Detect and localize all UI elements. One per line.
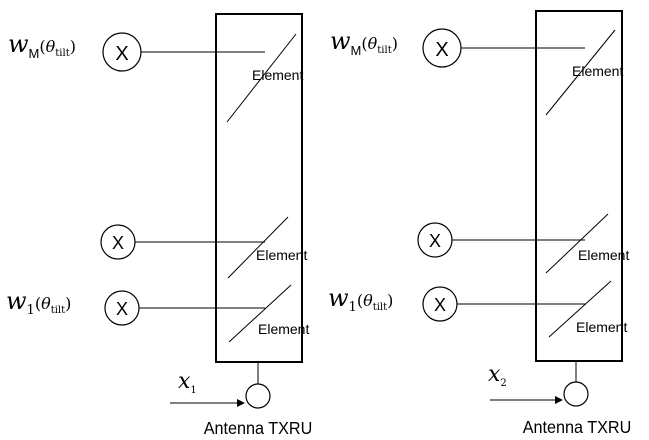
txru-label: Antenna TXRU — [523, 417, 632, 437]
element-row-middle: X Element — [417, 213, 629, 274]
weight-label-m: wM(θtilt) — [8, 30, 76, 61]
weight-label-m: wM(θtilt) — [330, 27, 398, 58]
element-row-m: X Element wM(θtilt) — [330, 27, 623, 116]
txru-circle — [563, 381, 589, 407]
element-slash — [228, 284, 292, 343]
multiplier-symbol: X — [115, 43, 128, 65]
element-slash — [226, 33, 297, 123]
multiplier-symbol: X — [116, 299, 128, 319]
element-row-1: X Element w1(θtilt) — [328, 280, 627, 338]
element-slash — [545, 29, 616, 116]
multiplier-symbol: X — [434, 295, 446, 315]
weight-label-1: w1(θtilt) — [328, 284, 393, 315]
txru-2: x2 Antenna TXRU — [488, 361, 631, 437]
input-label: x1 — [178, 369, 197, 396]
element-row-m: X Element wM(θtilt) — [8, 30, 303, 123]
antenna-panel-box — [535, 10, 623, 362]
panel-2: X Element wM(θtilt) X Element X Element … — [328, 10, 631, 437]
txru-1: x1 Antenna TXRU — [170, 362, 312, 438]
txru-label: Antenna TXRU — [204, 418, 313, 438]
element-label: Element — [256, 247, 307, 263]
multiplier-symbol: X — [112, 233, 124, 253]
element-label: Element — [572, 63, 623, 79]
element-row-1: X Element w1(θtilt) — [6, 284, 309, 343]
weight-label-1: w1(θtilt) — [6, 287, 71, 318]
panel-1: X Element wM(θtilt) X Element X Element … — [6, 13, 312, 438]
txru-circle — [245, 383, 271, 409]
element-slash — [545, 213, 609, 274]
element-row-middle: X Element — [100, 216, 307, 279]
element-label: Element — [576, 319, 627, 335]
multiplier-symbol: X — [435, 39, 448, 61]
element-label: Element — [258, 321, 309, 337]
element-slash — [227, 216, 289, 279]
antenna-panel-box — [215, 13, 303, 363]
element-slash — [548, 280, 612, 338]
multiplier-symbol: X — [429, 231, 441, 251]
element-label: Element — [578, 247, 629, 263]
element-label: Element — [252, 67, 303, 83]
input-label: x2 — [488, 362, 507, 389]
